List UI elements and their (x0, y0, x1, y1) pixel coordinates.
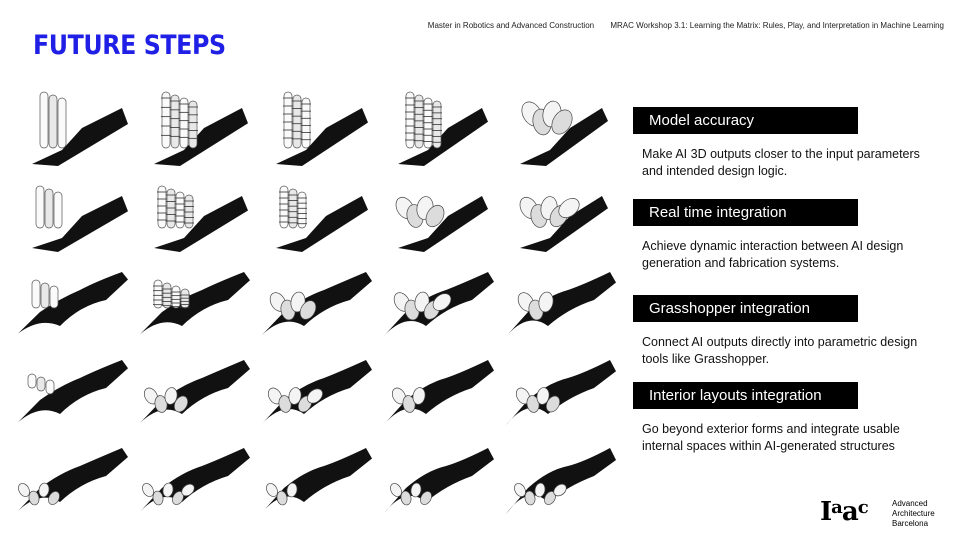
step-interior-layouts-integration: Interior layouts integration Go beyond e… (633, 382, 933, 454)
model-thumbnail (254, 348, 376, 436)
model-thumbnail (498, 436, 620, 524)
model-thumbnail (498, 172, 620, 260)
step-model-accuracy: Model accuracy Make AI 3D outputs closer… (633, 107, 933, 179)
model-thumbnail (132, 84, 254, 172)
model-thumbnail (254, 436, 376, 524)
step-title: Grasshopper integration (633, 295, 858, 322)
model-thumbnail (498, 348, 620, 436)
step-grasshopper-integration: Grasshopper integration Connect AI outpu… (633, 295, 933, 367)
model-thumbnail (10, 260, 132, 348)
logo-text: Advanced Architecture Barcelona (892, 499, 935, 528)
model-grid (10, 84, 620, 524)
model-thumbnail (376, 172, 498, 260)
header-meta: Master in Robotics and Advanced Construc… (428, 21, 944, 30)
model-thumbnail (132, 172, 254, 260)
model-thumbnail (132, 436, 254, 524)
model-thumbnail (376, 84, 498, 172)
step-description: Make AI 3D outputs closer to the input p… (642, 147, 920, 178)
step-title: Model accuracy (633, 107, 858, 134)
model-thumbnail (376, 260, 498, 348)
step-title: Interior layouts integration (633, 382, 858, 409)
model-thumbnail (10, 348, 132, 436)
model-thumbnail (376, 436, 498, 524)
model-thumbnail (132, 260, 254, 348)
step-description: Go beyond exterior forms and integrate u… (642, 422, 900, 453)
model-thumbnail (498, 84, 620, 172)
model-thumbnail (254, 260, 376, 348)
model-thumbnail (132, 348, 254, 436)
program-name: Master in Robotics and Advanced Construc… (427, 21, 595, 30)
logo-mark: Iaac (820, 497, 869, 527)
step-real-time-integration: Real time integration Achieve dynamic in… (633, 199, 933, 271)
iaac-logo: Iaac Advanced Architecture Barcelona (820, 497, 950, 529)
model-thumbnail (376, 348, 498, 436)
model-thumbnail (10, 84, 132, 172)
model-thumbnail (254, 84, 376, 172)
workshop-name: MRAC Workshop 3.1: Learning the Matrix: … (610, 21, 944, 30)
step-description: Achieve dynamic interaction between AI d… (642, 239, 904, 270)
step-description: Connect AI outputs directly into paramet… (642, 335, 918, 366)
model-thumbnail (498, 260, 620, 348)
model-thumbnail (10, 436, 132, 524)
model-thumbnail (254, 172, 376, 260)
step-title: Real time integration (633, 199, 858, 226)
model-thumbnail (10, 172, 132, 260)
page-title: FUTURE STEPS (33, 30, 226, 61)
